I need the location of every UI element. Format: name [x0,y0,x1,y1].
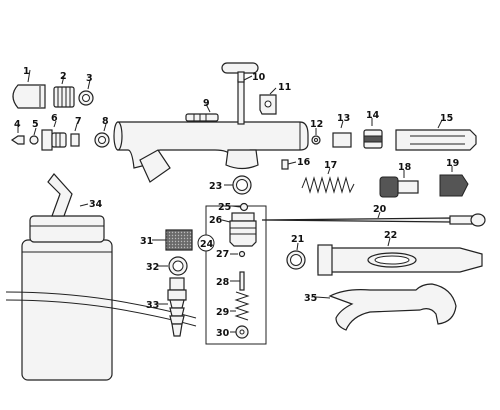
callout-24: 24 [200,239,214,250]
callout-15: 15 [440,113,453,124]
callout-8: 8 [102,116,109,127]
part-4-tip [10,127,25,145]
part-12-ring [311,128,321,145]
part-23-ring [224,175,252,195]
part-9-screw [185,103,219,122]
part-19-cap [439,166,469,197]
part-22-handle [317,237,483,276]
part-1-nozzle-cap [12,69,46,109]
callout-6: 6 [51,113,58,124]
callout-34: 34 [89,199,103,210]
callout-33: 33 [146,300,159,311]
callout-16: 16 [297,157,311,168]
callout-12: 12 [310,119,323,130]
part-34-bottle [21,173,113,381]
part-11-piece [259,87,277,115]
callout-2: 2 [60,71,67,82]
part-28-valve-stem [230,271,245,291]
part-32-ring [158,256,188,276]
callout-20: 20 [373,204,387,215]
callout-25: 25 [218,202,231,213]
part-6-nozzle [41,120,67,151]
callout-4: 4 [14,119,21,130]
part-7-seal [70,123,80,147]
callout-35: 35 [304,293,317,304]
callout-19: 19 [446,158,459,169]
part-33-hose-fitting [158,277,187,337]
part-30-valve-nut [230,325,249,339]
part-25-washer [231,202,249,212]
part-3-ring [78,79,94,106]
callout-26: 26 [209,215,223,226]
callout-22: 22 [384,230,397,241]
callout-9: 9 [203,98,210,109]
callout-32: 32 [146,262,159,273]
part-18-adjuster [379,170,419,198]
callout-13: 13 [337,113,350,124]
callout-14: 14 [366,110,380,121]
callout-17: 17 [324,160,337,171]
part-17-spring [301,167,355,194]
callout-5: 5 [32,119,39,130]
callout-18: 18 [398,162,412,173]
callout-27: 27 [216,249,229,260]
callout-21: 21 [291,234,304,245]
callout-29: 29 [216,307,229,318]
airbrush-body [113,62,309,183]
part-31-filter [152,229,193,251]
part-13-bushing [332,120,352,148]
callout-3: 3 [86,73,93,84]
part-20-needle [261,211,486,227]
part-27-oring [230,250,246,258]
callout-7: 7 [75,116,82,127]
callout-10: 10 [252,72,266,83]
callout-11: 11 [278,82,291,93]
part-8-ring [94,123,110,148]
part-15-handle-tube [395,119,477,151]
part-10-leader [243,75,253,81]
part-21-ring [286,242,306,270]
part-14-nut [363,118,383,149]
callout-30: 30 [216,328,230,339]
part-16-pin [281,159,297,170]
callout-24-circle [197,234,215,252]
callout-28: 28 [216,277,230,288]
callout-1: 1 [23,66,30,77]
part-2-nozzle-body [53,75,75,108]
part-5-washer [29,127,39,145]
callout-23: 23 [209,181,222,192]
part-29-spring [230,291,250,321]
part-26-valve-body [221,212,257,247]
callout-31: 31 [140,236,153,247]
part-35-wrench [315,283,457,331]
